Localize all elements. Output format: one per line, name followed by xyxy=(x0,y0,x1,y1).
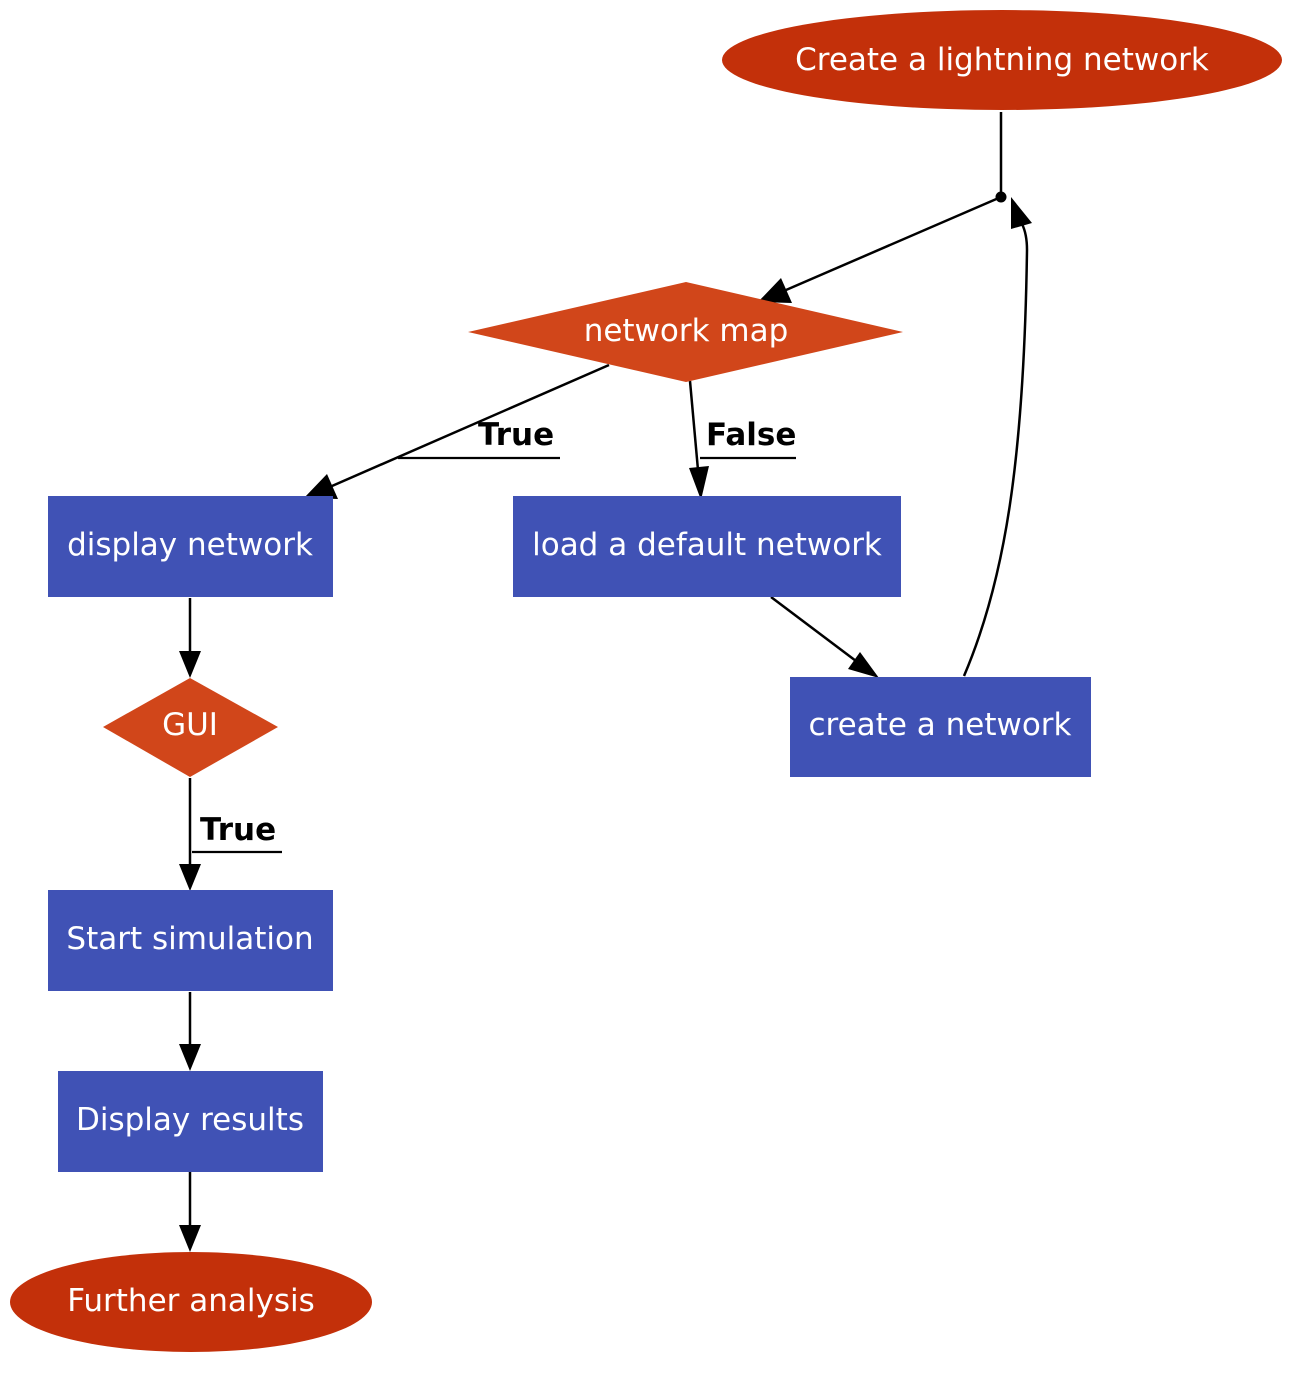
edge-label-map-false: False xyxy=(706,417,796,453)
edges: True False True xyxy=(179,112,1032,1252)
edge-join-to-network-map xyxy=(785,195,1002,292)
edge-load-default-to-create xyxy=(770,596,857,662)
arrowhead-load-default xyxy=(689,466,709,500)
node-further-analysis: Further analysis xyxy=(10,1252,372,1352)
arrowhead-create-network xyxy=(848,652,879,678)
node-start-label: Create a lightning network xyxy=(795,42,1209,78)
node-start: Create a lightning network xyxy=(722,10,1282,110)
node-gui-shape xyxy=(103,678,278,777)
node-display-results-label: Display results xyxy=(76,1102,304,1138)
node-load-default-shape xyxy=(513,496,901,597)
node-load-default-label: load a default network xyxy=(532,527,882,563)
arrowhead-display-results xyxy=(179,1044,201,1071)
arrowhead-start-simulation xyxy=(179,864,201,891)
node-create-network-label: create a network xyxy=(808,707,1071,743)
arrowhead-display-network xyxy=(304,474,338,499)
node-display-network-shape xyxy=(48,496,333,597)
edge-label-map-true: True xyxy=(478,417,554,453)
nodes: Create a lightning network network map d… xyxy=(10,10,1282,1352)
node-create-network: create a network xyxy=(790,677,1091,777)
node-start-simulation: Start simulation xyxy=(48,890,333,991)
node-display-network: display network xyxy=(48,496,333,597)
node-start-simulation-label: Start simulation xyxy=(66,921,313,957)
arrowhead-network-map xyxy=(758,278,792,303)
edge-label-gui-true: True xyxy=(200,812,276,848)
node-load-default: load a default network xyxy=(513,496,901,597)
node-gui-label: GUI xyxy=(162,707,218,743)
edge-map-to-load-default xyxy=(688,380,700,471)
node-network-map: network map xyxy=(468,282,903,382)
edge-create-network-to-join xyxy=(962,223,1029,677)
node-display-network-label: display network xyxy=(67,527,313,563)
node-create-network-shape xyxy=(790,677,1091,777)
arrowhead-further-analysis xyxy=(179,1225,201,1252)
arrowhead-join-point xyxy=(1011,197,1032,229)
node-display-results-shape xyxy=(58,1071,323,1172)
edge-map-to-display-network xyxy=(331,363,610,488)
node-further-analysis-shape xyxy=(10,1252,372,1352)
node-start-simulation-shape xyxy=(48,890,333,991)
node-display-results: Display results xyxy=(58,1071,323,1172)
node-start-shape xyxy=(722,10,1282,110)
node-network-map-shape xyxy=(468,282,903,382)
arrowhead-gui xyxy=(179,651,201,678)
node-network-map-label: network map xyxy=(584,313,789,349)
node-further-analysis-label: Further analysis xyxy=(67,1283,315,1319)
node-gui: GUI xyxy=(103,678,278,777)
